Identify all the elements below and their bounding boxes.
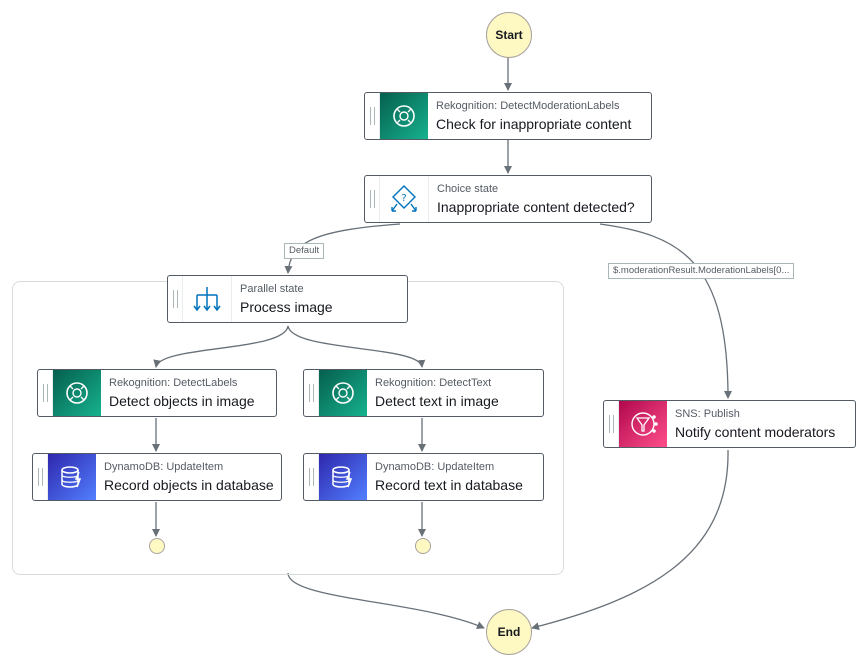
edge-notify-to-end <box>531 449 729 631</box>
svg-text:?: ? <box>401 193 406 204</box>
state-type: Rekognition: DetectText <box>375 376 492 389</box>
state-type: Choice state <box>437 182 499 195</box>
drag-handle[interactable] <box>604 401 619 447</box>
edge-parallel-to-end <box>287 572 485 629</box>
rekognition-icon <box>380 93 428 139</box>
state-name: Notify content moderators <box>675 423 836 440</box>
parallel-branch-frame <box>12 281 564 575</box>
state-type: Rekognition: DetectModerationLabels <box>436 99 620 112</box>
branch-end-node <box>415 538 431 554</box>
state-choice[interactable]: ? Choice state Inappropriate content det… <box>364 175 652 223</box>
rekognition-icon <box>319 370 367 416</box>
edge-choice-to-notify <box>599 223 732 399</box>
state-check-content[interactable]: Rekognition: DetectModerationLabels Chec… <box>364 92 652 140</box>
branch-end-node <box>149 538 165 554</box>
state-name: Detect objects in image <box>109 392 255 409</box>
state-type: Parallel state <box>240 282 304 295</box>
drag-handle[interactable] <box>304 454 319 500</box>
drag-handle[interactable] <box>304 370 319 416</box>
state-type: DynamoDB: UpdateItem <box>104 460 224 473</box>
edge-choice-to-parallel <box>284 223 401 274</box>
state-parallel[interactable]: Parallel state Process image <box>167 275 408 323</box>
end-label: End <box>497 625 521 639</box>
start-node[interactable]: Start <box>486 12 532 58</box>
state-record-objects[interactable]: DynamoDB: UpdateItem Record objects in d… <box>32 453 282 501</box>
drag-handle[interactable] <box>365 93 380 139</box>
state-detect-text[interactable]: Rekognition: DetectText Detect text in i… <box>303 369 544 417</box>
state-type: Rekognition: DetectLabels <box>109 376 238 389</box>
start-label: Start <box>495 28 523 42</box>
rekognition-icon <box>53 370 101 416</box>
choice-icon: ? <box>380 176 429 222</box>
state-name: Process image <box>240 298 333 315</box>
edge-parallel-to-text <box>287 325 426 368</box>
state-detect-labels[interactable]: Rekognition: DetectLabels Detect objects… <box>37 369 277 417</box>
dynamodb-icon <box>319 454 367 500</box>
drag-handle[interactable] <box>168 276 183 322</box>
state-record-text[interactable]: DynamoDB: UpdateItem Record text in data… <box>303 453 544 501</box>
drag-handle[interactable] <box>33 454 48 500</box>
end-node[interactable]: End <box>486 609 532 655</box>
state-notify[interactable]: SNS: Publish Notify content moderators <box>603 400 856 448</box>
parallel-icon <box>183 276 232 322</box>
dynamodb-icon <box>48 454 96 500</box>
state-type: SNS: Publish <box>675 407 740 420</box>
sns-icon <box>619 401 667 447</box>
edge-label-moderation: $.moderationResult.ModerationLabels[0... <box>608 263 795 279</box>
state-name: Check for inappropriate content <box>436 115 632 132</box>
edge-parallel-to-labels <box>153 325 289 368</box>
state-name: Inappropriate content detected? <box>437 198 635 215</box>
drag-handle[interactable] <box>38 370 53 416</box>
state-name: Record text in database <box>375 476 523 493</box>
state-type: DynamoDB: UpdateItem <box>375 460 495 473</box>
state-name: Record objects in database <box>104 476 274 493</box>
edge-label-default: Default <box>284 243 325 259</box>
state-name: Detect text in image <box>375 392 499 409</box>
drag-handle[interactable] <box>365 176 380 222</box>
